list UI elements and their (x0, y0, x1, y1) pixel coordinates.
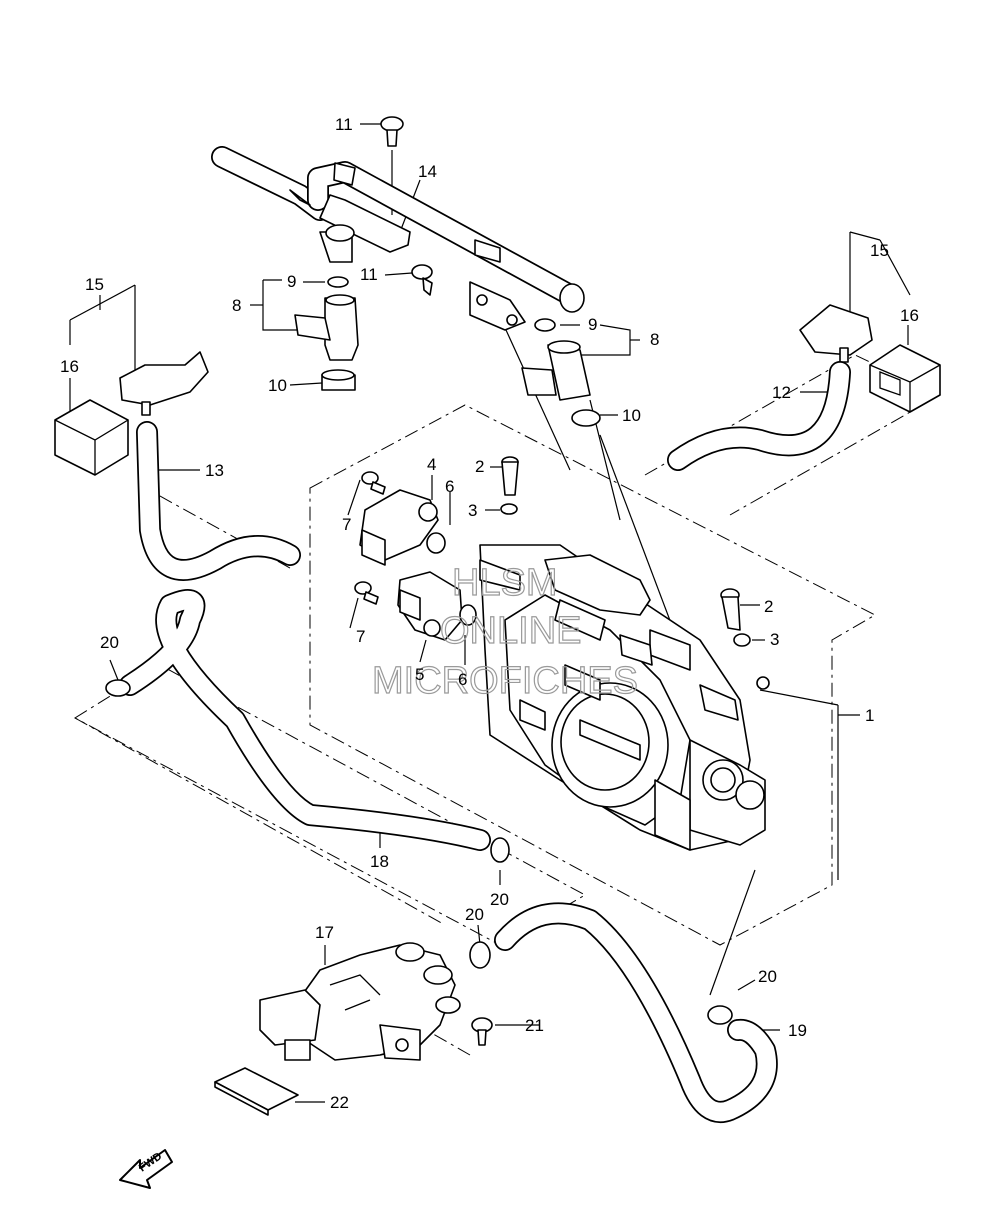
callout-3-upper: 3 (468, 501, 477, 520)
callout-6-lower: 6 (458, 670, 467, 689)
hose-12 (667, 361, 851, 471)
injector-left (294, 276, 359, 391)
leader-lines (69, 123, 911, 1103)
callout-11-lower: 11 (360, 265, 378, 284)
hose-13 (136, 421, 301, 581)
throttle-position-sensor (359, 489, 446, 566)
callout-20-right: 20 (758, 967, 777, 986)
map-sensor-right (799, 304, 941, 413)
callout-9-right: 9 (588, 315, 597, 334)
clamps-20 (105, 679, 733, 1025)
watermark-line-3: MICROFICHES (372, 660, 638, 702)
bolts-2 (500, 456, 751, 647)
callout-18: 18 (370, 852, 389, 871)
callout-14: 14 (418, 162, 437, 181)
map-sensor-left (54, 351, 209, 476)
callout-9-left: 9 (287, 272, 296, 291)
fuel-rail (211, 146, 585, 331)
callout-4: 4 (427, 455, 436, 474)
callout-22: 22 (330, 1093, 349, 1112)
idle-air-sensor (397, 571, 477, 641)
injector-right (521, 318, 601, 427)
callout-21: 21 (525, 1016, 544, 1035)
callout-12: 12 (772, 383, 791, 402)
callout-8-left: 8 (232, 296, 241, 315)
callout-8-right: 8 (650, 330, 659, 349)
callout-20-mid: 20 (490, 890, 509, 909)
callout-3-right: 3 (770, 630, 779, 649)
callout-labels: 1 2 2 3 3 4 5 6 6 7 7 8 8 9 9 10 10 11 1… (60, 115, 919, 1112)
callout-2-right: 2 (764, 597, 773, 616)
hose-18 (119, 589, 491, 851)
watermark-line-1: HLSM (452, 562, 558, 604)
hose-19 (494, 902, 778, 1123)
callout-16-left: 16 (60, 357, 79, 376)
screw-21 (471, 1017, 493, 1046)
pad-22 (214, 1067, 299, 1116)
callout-7-lower: 7 (356, 627, 365, 646)
callout-16-right: 16 (900, 306, 919, 325)
callout-10-right: 10 (622, 406, 641, 425)
callout-20-lower: 20 (465, 905, 484, 924)
fwd-arrow-icon: FWD (119, 1149, 173, 1189)
callout-7-upper: 7 (342, 515, 351, 534)
callout-15-right: 15 (870, 241, 889, 260)
callout-6-upper: 6 (445, 477, 454, 496)
valve-assembly (259, 942, 461, 1061)
watermark: HLSM ONLINE MICROFICHES (371, 561, 638, 702)
callout-10-left: 10 (268, 376, 287, 395)
callout-5: 5 (415, 665, 424, 684)
screws-7 (354, 471, 386, 605)
callout-13: 13 (205, 461, 224, 480)
callout-11-upper: 11 (335, 115, 353, 134)
callout-1: 1 (865, 706, 874, 725)
throttle-body (479, 544, 770, 851)
watermark-line-2: ONLINE (440, 610, 581, 652)
callout-19: 19 (788, 1021, 807, 1040)
callout-20-left: 20 (100, 633, 119, 652)
screw-11-upper (380, 116, 404, 147)
callout-2-upper: 2 (475, 457, 484, 476)
callout-17: 17 (315, 923, 334, 942)
screw-11-lower (411, 264, 433, 296)
callout-15-left: 15 (85, 275, 104, 294)
